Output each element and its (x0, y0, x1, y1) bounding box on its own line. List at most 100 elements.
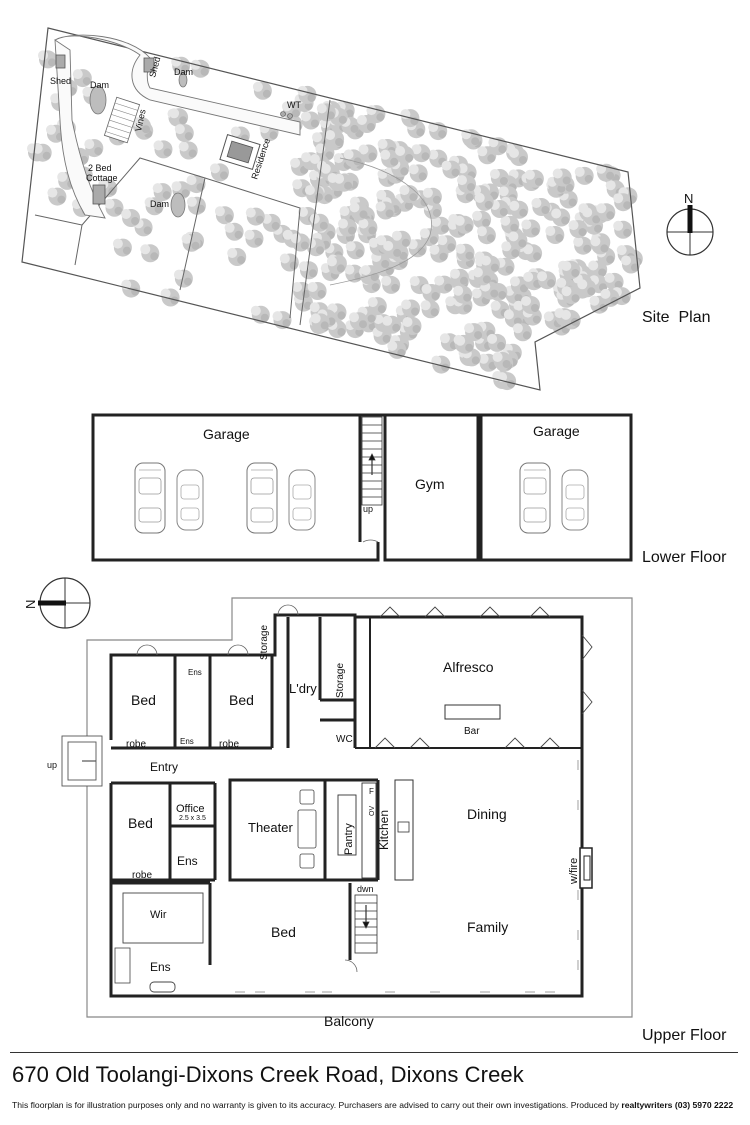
tree (375, 201, 395, 220)
tree (408, 164, 428, 183)
shed-building (143, 57, 155, 73)
vines-block (103, 96, 141, 144)
bar-counter (444, 704, 501, 720)
appliance-oven-label: OV (369, 806, 376, 816)
room-label-laundry: L'dry (289, 681, 317, 696)
room-label-kitchen: Kitchen (377, 810, 391, 850)
tree (500, 215, 520, 234)
tree (531, 198, 551, 216)
room-label-pantry: Pantry (343, 823, 355, 855)
shower (114, 947, 131, 984)
car (134, 462, 166, 534)
disclaimer-body: This floorplan is for illustration purpo… (12, 1100, 619, 1110)
tree (613, 193, 633, 212)
stair-up-label: up (363, 504, 373, 514)
tree (420, 300, 440, 319)
tree (304, 185, 324, 204)
tree (381, 275, 401, 294)
tree (244, 229, 264, 248)
car (246, 462, 278, 534)
door-swing (362, 539, 379, 543)
tree (181, 233, 201, 252)
tree (186, 196, 206, 215)
tree (38, 50, 57, 69)
water-tank (287, 113, 293, 119)
room-label-family: Family (467, 919, 508, 935)
window-markers (235, 760, 579, 993)
shed-label: Shed (50, 76, 71, 86)
tree (300, 111, 320, 130)
tree (429, 244, 449, 263)
residence-building (219, 133, 261, 171)
room-label-gym: Gym (415, 476, 445, 492)
car (176, 469, 204, 531)
dam-label: Dam (174, 67, 193, 77)
vines-label: Vines (133, 108, 148, 132)
tree (573, 236, 593, 255)
room-label-garage: Garage (533, 423, 580, 439)
walls (109, 613, 584, 998)
tree (173, 269, 193, 288)
tree (290, 233, 310, 252)
tree (574, 166, 594, 185)
stair-down-label: dwn (357, 884, 374, 894)
tree (227, 248, 247, 266)
room-label-entry: Entry (150, 760, 178, 774)
shed-building (55, 54, 66, 69)
tree (421, 284, 441, 302)
tree (476, 226, 496, 245)
car (288, 469, 316, 531)
tree (245, 207, 265, 226)
lower-floor-caption: Lower Floor (642, 549, 727, 566)
dam-label: Dam (90, 80, 109, 90)
north-arrow (38, 577, 91, 629)
lot-line (204, 177, 301, 319)
room-label-storage: Storage (259, 625, 270, 660)
tree (178, 141, 198, 160)
tree (112, 238, 132, 257)
cottage-label: Cottage (86, 173, 118, 183)
room-label-bar: Bar (464, 726, 480, 737)
site-plan-caption: Site Plan (642, 309, 710, 326)
door-swings (136, 604, 358, 973)
pantry-shelf (337, 794, 357, 856)
appliance-fridge-label: F (369, 787, 374, 796)
room-label-theater: Theater (248, 820, 293, 835)
tree (190, 59, 210, 78)
track (329, 157, 432, 286)
room-label-robe: robe (132, 870, 152, 881)
room-label-bed: Bed (128, 815, 153, 831)
tree (104, 198, 124, 217)
bifold-doors (374, 606, 593, 749)
tree (411, 144, 431, 163)
tree (214, 206, 234, 225)
room-label-bed: Bed (271, 924, 296, 940)
room-label-bed: Bed (229, 692, 254, 708)
lot-line (299, 99, 331, 326)
tree (140, 244, 160, 263)
disclaimer-text: This floorplan is for illustration purpo… (12, 1100, 733, 1110)
room-label-ens: Ens (177, 854, 198, 868)
theater-seating (297, 789, 317, 869)
dam-label: Dam (150, 199, 169, 209)
tree (441, 160, 461, 179)
stair (354, 894, 378, 954)
tree (47, 187, 67, 206)
tree (613, 220, 633, 239)
room-label-robe: robe (219, 739, 239, 750)
property-address: 670 Old Toolangi-Dixons Creek Road, Dixo… (12, 1062, 524, 1087)
fireplace-label: w/fire (568, 858, 580, 885)
lot-line (34, 214, 83, 266)
car (561, 469, 589, 531)
alfresco-walls (355, 617, 582, 749)
upper-floor-caption: Upper Floor (642, 1027, 727, 1044)
room-label-alfresco: Alfresco (443, 659, 494, 675)
cottage-building (92, 184, 106, 205)
tree (210, 163, 229, 182)
tree (472, 210, 492, 229)
tree (509, 148, 528, 166)
room-label-robe: robe (126, 739, 146, 750)
wir-island (122, 892, 204, 944)
tree (224, 222, 244, 241)
room-label-office-size: 2.5 x 3.5 (179, 815, 206, 822)
